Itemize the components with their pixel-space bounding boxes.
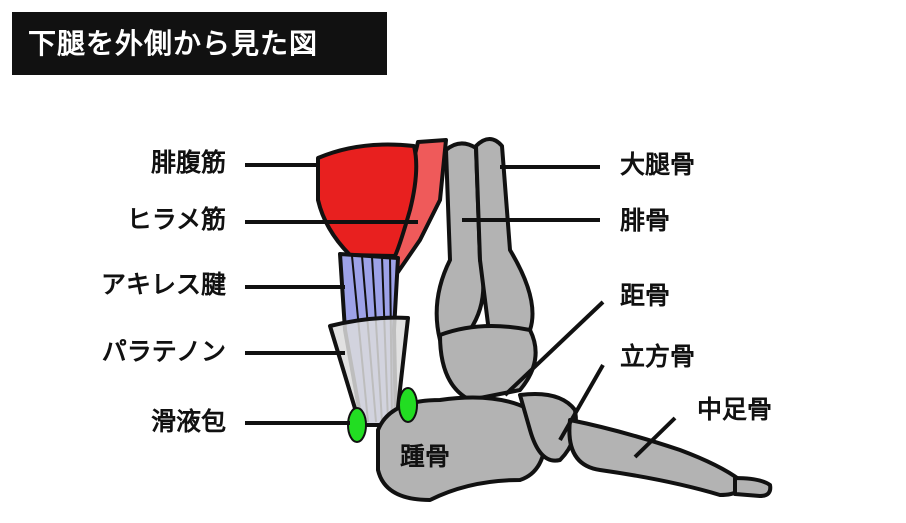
- diagram-title: 下腿を外側から見た図: [12, 12, 387, 75]
- metatarsal-bone: [567, 418, 743, 497]
- label-gastrocnemius: 腓腹筋: [150, 148, 226, 177]
- label-achilles: アキレス腱: [100, 270, 226, 299]
- label-soleus: ヒラメ筋: [126, 205, 226, 234]
- label-cuboid: 立方骨: [620, 342, 696, 371]
- label-calcaneus: 踵骨: [400, 442, 451, 471]
- label-fibula: 腓骨: [620, 206, 671, 235]
- bursa-right: [398, 387, 418, 423]
- label-talus: 距骨: [620, 281, 671, 310]
- label-metatarsal: 中足骨: [697, 395, 773, 424]
- paratenon-sheath: [328, 315, 410, 427]
- gastrocnemius-muscle: [316, 142, 419, 258]
- label-femur: 大腿骨: [620, 150, 696, 179]
- toe-bone: [733, 476, 773, 498]
- calcaneus-bone: [376, 395, 548, 502]
- label-paratenon: パラテノン: [101, 337, 226, 366]
- tibia-bone: [434, 141, 486, 342]
- fibula-bone: [474, 137, 535, 342]
- bursa-left: [347, 407, 367, 443]
- label-bursa: 滑液包: [150, 407, 226, 436]
- leader-lines: [245, 163, 677, 459]
- talus-bone: [438, 324, 538, 402]
